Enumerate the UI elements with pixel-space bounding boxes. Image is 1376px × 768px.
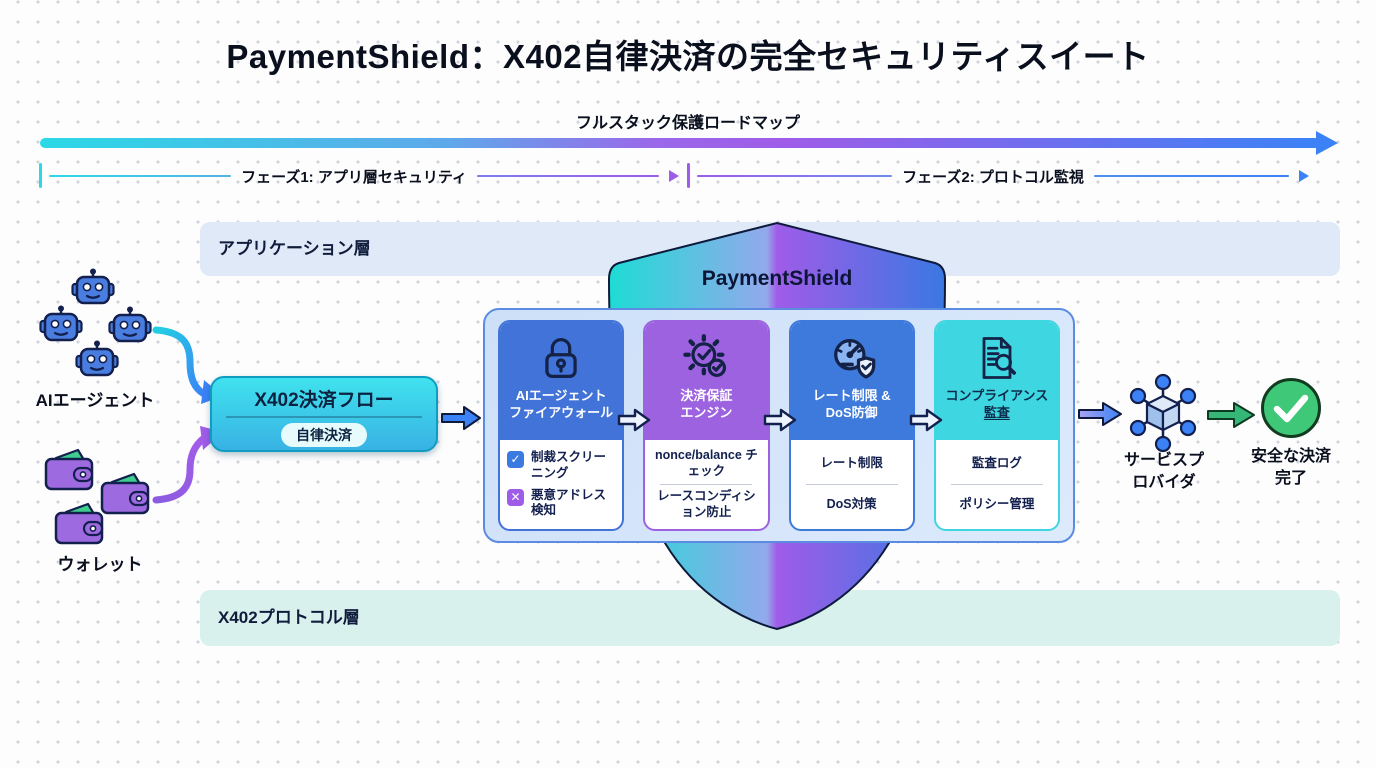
phase-divider-tick <box>687 163 690 188</box>
box-to-shield-arrow-icon <box>441 406 481 430</box>
card-compliance-audit: コンプライアンス監査 監査ログ ポリシー管理 <box>933 320 1060 531</box>
secure-payment-done-label: 安全な決済完了 <box>1250 448 1331 487</box>
provider-to-done-arrow-icon <box>1207 402 1255 428</box>
card-flow-arrow-icon <box>909 408 943 432</box>
list-item: DoS対策 <box>826 497 877 512</box>
card-title: コンプライアンス監査 <box>945 388 1049 420</box>
card-agent-firewall: AIエージェントファイアウォール ✓ 制裁スクリーニング ✕ 悪意アドレス検知 <box>498 320 625 531</box>
phase1-line-left <box>49 175 232 177</box>
phase2-label: フェーズ2: プロトコル監視 <box>902 168 1084 186</box>
lock-icon <box>545 337 577 379</box>
check-circle-icon <box>1261 378 1321 438</box>
card-flow-arrow-icon <box>617 408 651 432</box>
card-rate-limit-dos-body: レート制限 DoS対策 <box>791 440 913 529</box>
roadmap-arrowhead-icon <box>1316 131 1338 155</box>
card-rate-limit-dos: レート制限 &DoS防御 レート制限 DoS対策 <box>788 320 915 531</box>
list-item: レート制限 <box>820 456 883 471</box>
check-icon: ✓ <box>507 451 524 469</box>
gear-check-icon <box>683 334 727 377</box>
list-item: ポリシー管理 <box>959 497 1035 512</box>
phase1-row: フェーズ1: アプリ層セキュリティ <box>49 166 680 186</box>
shield-to-provider-arrow-icon <box>1078 402 1122 426</box>
network-nodes-icon <box>1129 373 1197 453</box>
phase1-label: フェーズ1: アプリ層セキュリティ <box>241 168 467 186</box>
phase2-line-right <box>1093 175 1290 177</box>
list-item: ✓ 制裁スクリーニング <box>507 450 615 481</box>
protocol-layer-label: X402プロトコル層 <box>218 608 360 627</box>
x402-flow-title: X402決済フロー <box>254 390 394 411</box>
roadmap-gradient-bar <box>40 138 1320 148</box>
card-title: レート制限 &DoS防御 <box>812 388 891 420</box>
provider-label: サービスプロバイダ <box>1123 452 1204 491</box>
agents-label: AIエージェント <box>35 391 155 410</box>
card-settlement-engine-body: nonce/balance チェック レースコンディション防止 <box>645 440 767 529</box>
phase-start-tick <box>39 163 42 188</box>
divider <box>226 416 422 418</box>
cross-icon: ✕ <box>507 488 524 506</box>
divider <box>950 484 1043 485</box>
card-agent-firewall-body: ✓ 制裁スクリーニング ✕ 悪意アドレス検知 <box>500 440 622 529</box>
wallets-label: ウォレット <box>57 555 143 574</box>
card-settlement-engine-header: 決済保証エンジン <box>645 322 768 440</box>
divider <box>805 484 898 485</box>
card-title: AIエージェントファイアウォール <box>509 388 614 420</box>
card-agent-firewall-header: AIエージェントファイアウォール <box>500 322 623 440</box>
card-compliance-audit-header: コンプライアンス監査 <box>935 322 1058 440</box>
roadmap-title: フルスタック保護ロードマップ <box>575 115 800 132</box>
list-item: nonce/balance チェック <box>654 448 758 478</box>
list-item: 監査ログ <box>971 456 1022 471</box>
card-flow-arrow-icon <box>763 408 797 432</box>
phase2-row: フェーズ2: プロトコル監視 <box>697 166 1310 186</box>
phase1-arrowhead-icon <box>669 170 680 182</box>
list-item: レースコンディション防止 <box>657 489 756 519</box>
card-settlement-engine: 決済保証エンジン nonce/balance チェック レースコンディション防止 <box>643 320 770 531</box>
application-layer-label: アプリケーション層 <box>218 239 371 258</box>
phase1-line-right <box>476 175 660 177</box>
page-title: PaymentShield：X402自律決済の完全セキュリティスイート <box>226 38 1150 75</box>
x402-flow-box: X402決済フロー 自律決済 <box>210 376 438 452</box>
card-rate-limit-dos-header: レート制限 &DoS防御 <box>790 322 913 440</box>
card-compliance-audit-body: 監査ログ ポリシー管理 <box>936 440 1058 529</box>
list-item: ✕ 悪意アドレス検知 <box>507 488 615 519</box>
shield-label: PaymentShield <box>701 267 853 290</box>
card-title: 決済保証エンジン <box>680 388 733 420</box>
security-modules-panel: AIエージェントファイアウォール ✓ 制裁スクリーニング ✕ 悪意アドレス検知 <box>483 308 1075 543</box>
autonomous-payment-badge: 自律決済 <box>281 422 367 447</box>
phase2-line-left <box>697 175 893 177</box>
gauge-shield-icon <box>833 339 875 379</box>
doc-search-icon <box>982 337 1016 379</box>
divider <box>660 484 753 485</box>
phase2-arrowhead-icon <box>1299 170 1310 182</box>
